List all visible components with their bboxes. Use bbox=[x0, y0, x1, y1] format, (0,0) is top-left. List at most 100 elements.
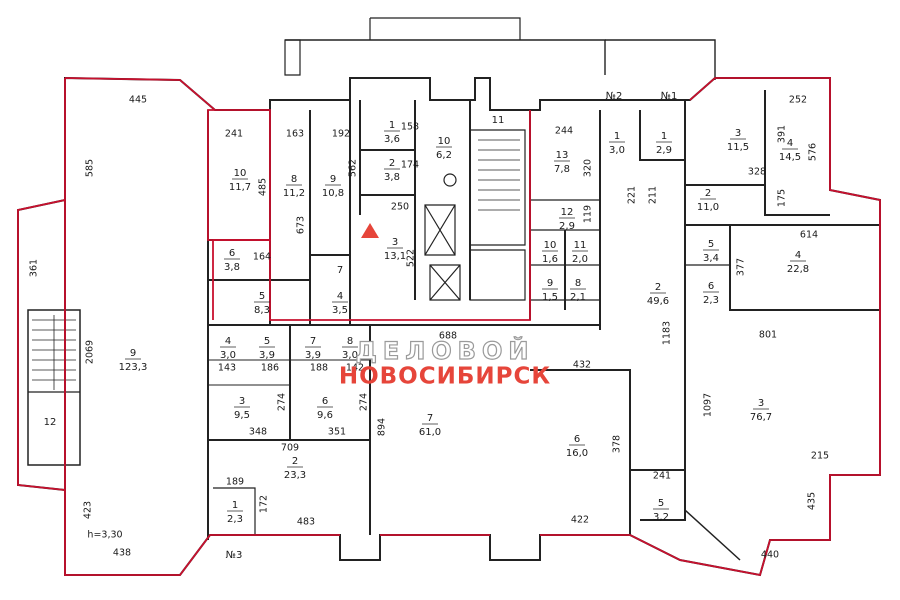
dimension-49: 709 bbox=[281, 443, 299, 454]
dimension-5: 438 bbox=[113, 548, 131, 559]
room-number: 1 bbox=[389, 120, 395, 131]
dimension-15: 174 bbox=[401, 160, 419, 171]
room-28: 249,6 bbox=[647, 282, 669, 307]
dimension-34: 378 bbox=[612, 435, 623, 453]
dimension-13: 164 bbox=[253, 252, 271, 263]
dimension-28: 614 bbox=[800, 230, 818, 241]
room-36: 761,0 bbox=[419, 413, 441, 438]
room-number: 3 bbox=[392, 237, 398, 248]
dimension-2: 361 bbox=[29, 259, 40, 277]
room-9: 313,1 bbox=[384, 237, 406, 262]
dimension-1: 585 bbox=[85, 159, 96, 177]
dimension-12: 250 bbox=[391, 202, 409, 213]
room-27: 62,3 bbox=[703, 281, 719, 306]
dimension-25: 175 bbox=[777, 189, 788, 207]
room-area: 11,5 bbox=[727, 142, 749, 153]
room-31: 53,9 bbox=[259, 336, 275, 361]
dimension-30: 801 bbox=[759, 330, 777, 341]
watermark-line2: НОВОСИБИРСК bbox=[339, 364, 551, 390]
room-35: 69,6 bbox=[317, 396, 333, 421]
room-number: 6 bbox=[574, 434, 580, 445]
room-number: 1 bbox=[232, 500, 238, 511]
room-34: 39,5 bbox=[234, 396, 250, 421]
room-number: 2 bbox=[389, 158, 395, 169]
room-3: 811,2 bbox=[283, 174, 305, 199]
room-area: 2,1 bbox=[570, 292, 586, 303]
room-area: 3,0 bbox=[342, 350, 358, 361]
dimension-9: 485 bbox=[258, 178, 269, 196]
room-area: 3,2 bbox=[653, 512, 669, 523]
room-number: 5 bbox=[658, 498, 664, 509]
room-39: 12,3 bbox=[227, 500, 243, 525]
dimension-22: 211 bbox=[648, 186, 659, 204]
dimension-32: 1097 bbox=[703, 393, 714, 417]
room-number: 9 bbox=[330, 174, 336, 185]
room-32: 73,9 bbox=[305, 336, 321, 361]
room-area: 2,9 bbox=[656, 145, 672, 156]
room-37: 616,0 bbox=[566, 434, 588, 459]
dimension-47: 351 bbox=[328, 427, 346, 438]
dimension-17: 688 bbox=[439, 331, 457, 342]
entrance-marker-3: №3 bbox=[226, 550, 243, 561]
room-area: 123,3 bbox=[119, 362, 148, 373]
room-number: 11 bbox=[574, 240, 587, 251]
room-number: 1 bbox=[614, 131, 620, 142]
room-number: 3 bbox=[735, 128, 741, 139]
room-area: 11,0 bbox=[697, 202, 719, 213]
dimension-44: 274 bbox=[277, 393, 288, 411]
room-13: 43,5 bbox=[332, 291, 348, 316]
room-29: 376,7 bbox=[750, 398, 772, 423]
location-marker-icon bbox=[361, 223, 379, 238]
room-number: 6 bbox=[322, 396, 328, 407]
room-area: 14,5 bbox=[779, 152, 801, 163]
room-number: 4 bbox=[225, 336, 231, 347]
dimension-38: 440 bbox=[761, 550, 779, 561]
room-area: 2,0 bbox=[572, 254, 588, 265]
room-16: 101,6 bbox=[542, 240, 558, 265]
room-area: 3,0 bbox=[609, 145, 625, 156]
room-18: 91,5 bbox=[542, 278, 558, 303]
dimension-23: 391 bbox=[777, 125, 788, 143]
room-40: 53,2 bbox=[653, 498, 669, 523]
dimension-39: 422 bbox=[571, 515, 589, 526]
room-1: 12 bbox=[44, 417, 57, 428]
room-area: 3,8 bbox=[224, 262, 240, 273]
walls bbox=[17, 17, 881, 577]
dimension-36: 215 bbox=[811, 451, 829, 462]
room-25: 53,4 bbox=[703, 239, 719, 264]
dimension-35: 241 bbox=[653, 471, 671, 482]
room-number: 7 bbox=[310, 336, 316, 347]
dimension-45: 274 bbox=[359, 393, 370, 411]
room-10: 63,8 bbox=[224, 248, 240, 273]
room-area: 1,5 bbox=[542, 292, 558, 303]
room-19: 82,1 bbox=[570, 278, 586, 303]
dimension-41: 186 bbox=[261, 363, 279, 374]
room-23: 414,5 bbox=[779, 138, 801, 163]
dimension-20: 119 bbox=[583, 205, 594, 223]
entrance-marker-2: №2 bbox=[606, 91, 623, 102]
dimension-16: 522 bbox=[406, 249, 417, 267]
room-number: 10 bbox=[438, 136, 451, 147]
dimension-24: 328 bbox=[748, 167, 766, 178]
room-area: 3,9 bbox=[259, 350, 275, 361]
dimension-31: 1183 bbox=[662, 321, 673, 345]
dimension-18: 244 bbox=[555, 126, 573, 137]
dimension-0: 445 bbox=[129, 95, 147, 106]
room-38: 223,3 bbox=[284, 456, 306, 481]
room-30: 43,0 bbox=[220, 336, 236, 361]
dimension-11: 562 bbox=[348, 159, 359, 177]
room-22: 311,5 bbox=[727, 128, 749, 153]
room-20: 13,0 bbox=[609, 131, 625, 156]
room-8: 11 bbox=[492, 115, 505, 126]
dimension-42: 188 bbox=[310, 363, 328, 374]
room-4: 910,8 bbox=[322, 174, 344, 199]
dimension-37: 435 bbox=[807, 492, 818, 510]
room-number: 3 bbox=[758, 398, 764, 409]
room-area: 2,9 bbox=[559, 221, 575, 232]
room-17: 112,0 bbox=[572, 240, 588, 265]
room-number: 11 bbox=[492, 115, 505, 126]
dimension-40: 143 bbox=[218, 363, 236, 374]
dimension-26: 576 bbox=[808, 143, 819, 161]
